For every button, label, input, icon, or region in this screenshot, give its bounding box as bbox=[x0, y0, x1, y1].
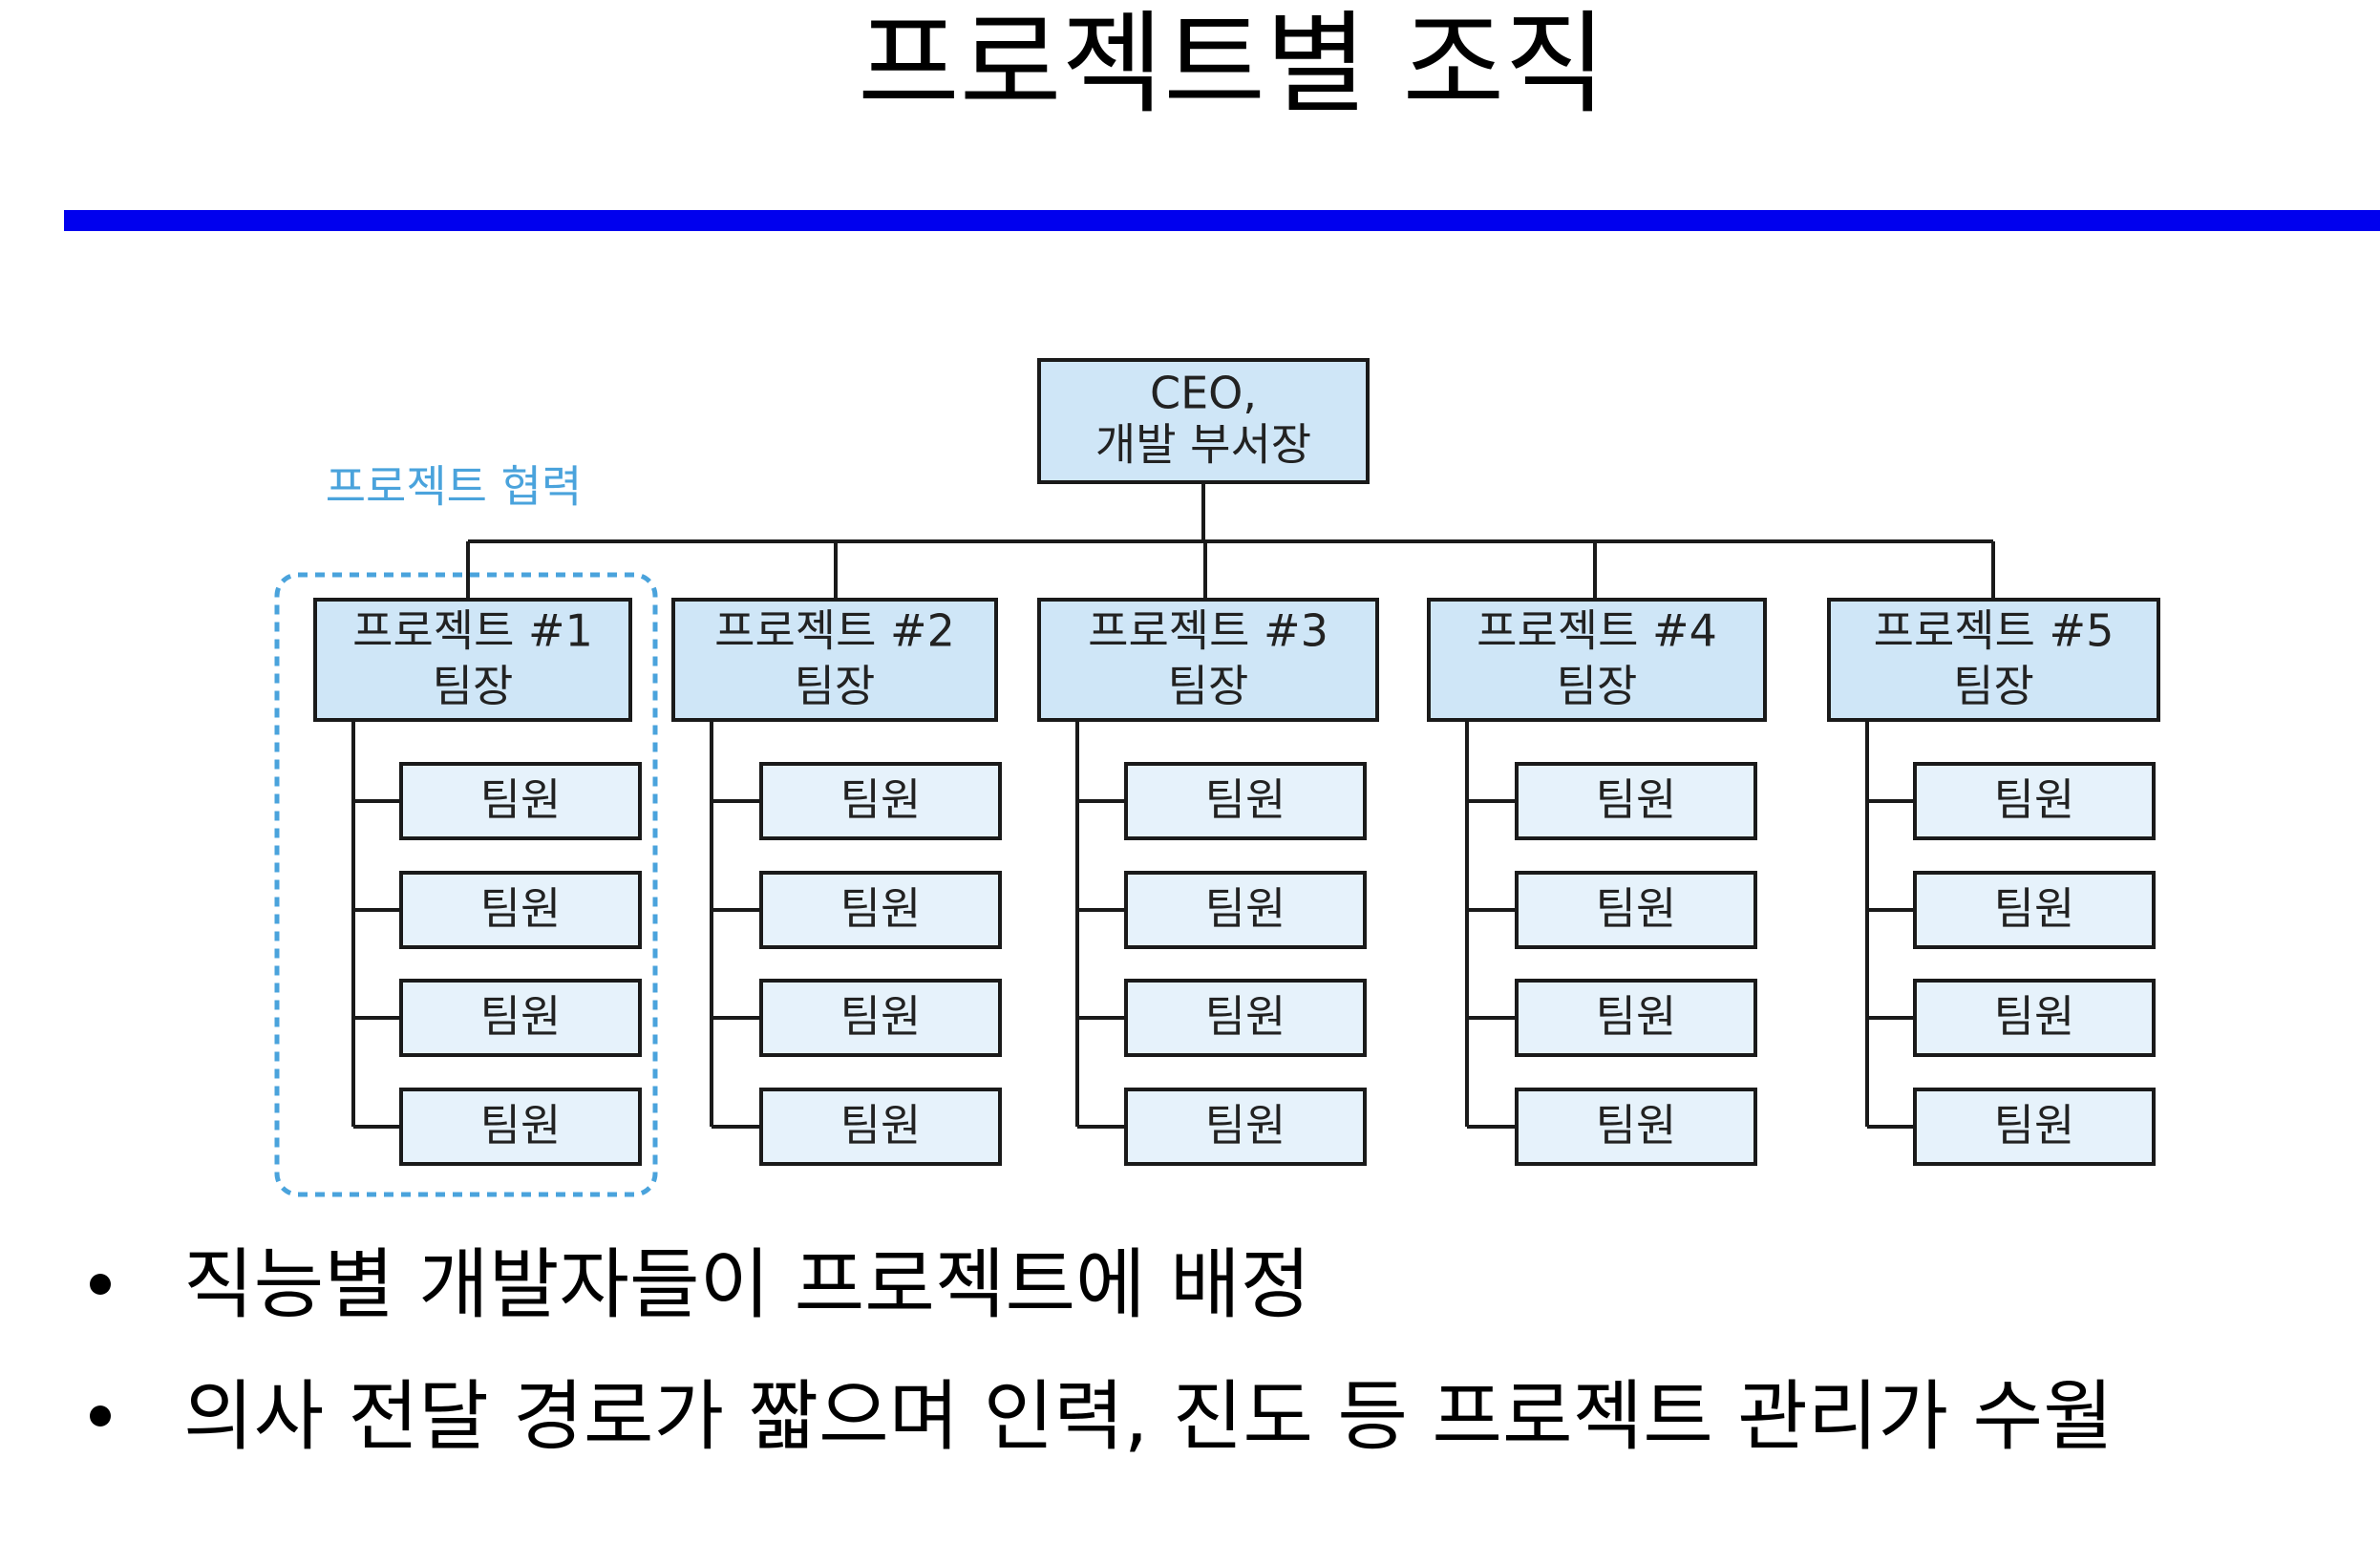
bullet-dot bbox=[90, 1274, 111, 1295]
team-member-label: 팀원 bbox=[1994, 991, 2075, 1043]
team-member-label: 팀원 bbox=[1596, 991, 1677, 1043]
team-member-box bbox=[1515, 1088, 1757, 1166]
collaboration-outline bbox=[274, 572, 658, 1197]
bullet-item: 직능별 개발자들이 프로젝트에 배정 bbox=[82, 1241, 2114, 1329]
team-member-label: 팀원 bbox=[840, 883, 922, 935]
team-member-box bbox=[399, 1088, 642, 1166]
team-member-box bbox=[1913, 762, 2156, 840]
team-lead-box-line1: 프로젝트 #2 bbox=[714, 605, 955, 657]
connector-lines bbox=[351, 482, 1995, 1129]
team-member-box bbox=[1913, 871, 2156, 949]
team-lead-box-line1: 프로젝트 #1 bbox=[352, 605, 593, 657]
team-member-box bbox=[759, 871, 1002, 949]
team-member-box bbox=[1124, 871, 1367, 949]
team-member-box bbox=[1515, 979, 1757, 1057]
team-member-label: 팀원 bbox=[480, 883, 562, 935]
team-member-label: 팀원 bbox=[1994, 883, 2075, 935]
team-member-box bbox=[759, 979, 1002, 1057]
team-member-box bbox=[759, 1088, 1002, 1166]
team-member-label: 팀원 bbox=[840, 1100, 922, 1152]
team-member-box bbox=[759, 762, 1002, 840]
team-lead-box-line2: 팀장 bbox=[433, 661, 514, 712]
bullet-item: 의사 전달 경로가 짧으며 인력, 진도 등 프로젝트 관리가 수월 bbox=[82, 1373, 2114, 1461]
team-member-label: 팀원 bbox=[1596, 883, 1677, 935]
team-member-label: 팀원 bbox=[1205, 1100, 1286, 1152]
team-lead-box-line1: 프로젝트 #4 bbox=[1477, 605, 1717, 657]
team-lead-box bbox=[1427, 598, 1767, 722]
team-member-label: 팀원 bbox=[480, 774, 562, 826]
team-member-label: 팀원 bbox=[1205, 774, 1286, 826]
team-lead-box-line2: 팀장 bbox=[1953, 661, 2034, 712]
bullet-list: 직능별 개발자들이 프로젝트에 배정 의사 전달 경로가 짧으며 인력, 진도 … bbox=[82, 1241, 2114, 1505]
team-member-label: 팀원 bbox=[1994, 774, 2075, 826]
team-member-label: 팀원 bbox=[480, 1100, 562, 1152]
team-lead-box bbox=[1827, 598, 2160, 722]
ceo-box-line2: 개발 부서장 bbox=[1095, 419, 1311, 471]
team-member-box bbox=[399, 979, 642, 1057]
team-member-box bbox=[399, 871, 642, 949]
team-member-box bbox=[1515, 871, 1757, 949]
bullet-dot bbox=[90, 1405, 111, 1427]
team-member-label: 팀원 bbox=[1596, 1100, 1677, 1152]
team-member-label: 팀원 bbox=[1205, 991, 1286, 1043]
team-lead-box bbox=[671, 598, 998, 722]
team-member-box bbox=[1913, 979, 2156, 1057]
team-member-box bbox=[1124, 979, 1367, 1057]
team-member-label: 팀원 bbox=[840, 991, 922, 1043]
team-member-label: 팀원 bbox=[840, 774, 922, 826]
team-lead-box bbox=[313, 598, 632, 722]
ceo-box bbox=[1037, 358, 1370, 484]
collaboration-label: 프로젝트 협력 bbox=[326, 461, 583, 513]
team-lead-box-line2: 팀장 bbox=[795, 661, 876, 712]
team-member-box bbox=[399, 762, 642, 840]
team-member-label: 팀원 bbox=[1994, 1100, 2075, 1152]
team-member-label: 팀원 bbox=[1596, 774, 1677, 826]
team-member-label: 팀원 bbox=[1205, 883, 1286, 935]
bullet-text: 의사 전달 경로가 짧으며 인력, 진도 등 프로젝트 관리가 수월 bbox=[183, 1372, 2114, 1461]
team-lead-box bbox=[1037, 598, 1379, 722]
ceo-box-line1: CEO, bbox=[1150, 368, 1257, 419]
team-member-box bbox=[1124, 1088, 1367, 1166]
team-lead-box-line2: 팀장 bbox=[1557, 661, 1638, 712]
team-member-box bbox=[1515, 762, 1757, 840]
team-member-box bbox=[1124, 762, 1367, 840]
team-member-box bbox=[1913, 1088, 2156, 1166]
team-lead-box-line1: 프로젝트 #5 bbox=[1874, 605, 2114, 657]
title-divider bbox=[64, 210, 2380, 231]
slide-title: 프로젝트별 조직 bbox=[858, 0, 1606, 129]
team-lead-box-line2: 팀장 bbox=[1168, 661, 1249, 712]
bullet-text: 직능별 개발자들이 프로젝트에 배정 bbox=[183, 1240, 1311, 1329]
team-lead-box-line1: 프로젝트 #3 bbox=[1088, 605, 1328, 657]
team-member-label: 팀원 bbox=[480, 991, 562, 1043]
